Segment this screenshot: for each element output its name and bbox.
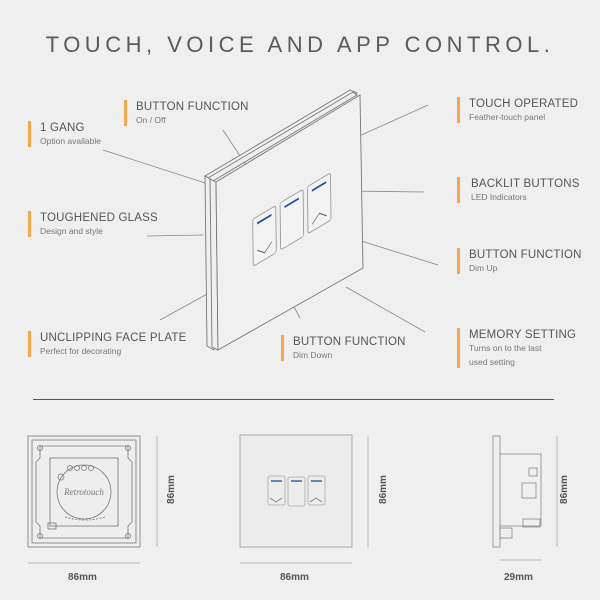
touch-buttons <box>252 173 332 266</box>
callout-face-plate: UNCLIPPING FACE PLATE Perfect for decora… <box>28 331 187 357</box>
section-divider <box>33 399 554 400</box>
side-height-label: 86mm <box>558 475 570 504</box>
callout-touch-operated: TOUCH OPERATED Feather-touch panel <box>457 97 578 123</box>
back-view <box>27 435 158 564</box>
brand-logo: Retrotouch <box>63 487 104 497</box>
switch-illustration <box>102 89 439 351</box>
side-depth-label: 29mm <box>504 572 533 583</box>
callout-button-on-off: BUTTON FUNCTION On / Off <box>124 100 249 126</box>
back-width-label: 86mm <box>68 572 97 583</box>
callout-memory-setting: MEMORY SETTING Turns on to the last used… <box>457 328 576 368</box>
callout-toughened-glass: TOUGHENED GLASS Design and style <box>28 211 158 237</box>
front-width-label: 86mm <box>280 572 309 583</box>
page-title: TOUCH, VOICE AND APP CONTROL. <box>45 32 555 57</box>
back-height-label: 86mm <box>165 475 177 504</box>
dim-down-button <box>252 205 277 266</box>
dim-up-button <box>307 173 332 234</box>
callout-1-gang: 1 GANG Option available <box>28 121 101 147</box>
front-height-label: 86mm <box>377 475 389 504</box>
on-off-button <box>279 189 305 250</box>
callout-backlit-buttons: BACKLIT BUTTONS LED Indicators <box>457 177 580 203</box>
side-view <box>492 435 558 561</box>
callout-button-dim-down: BUTTON FUNCTION Dim Down <box>281 335 406 361</box>
callout-button-dim-up: BUTTON FUNCTION Dim Up <box>457 248 582 274</box>
front-view <box>239 434 369 564</box>
